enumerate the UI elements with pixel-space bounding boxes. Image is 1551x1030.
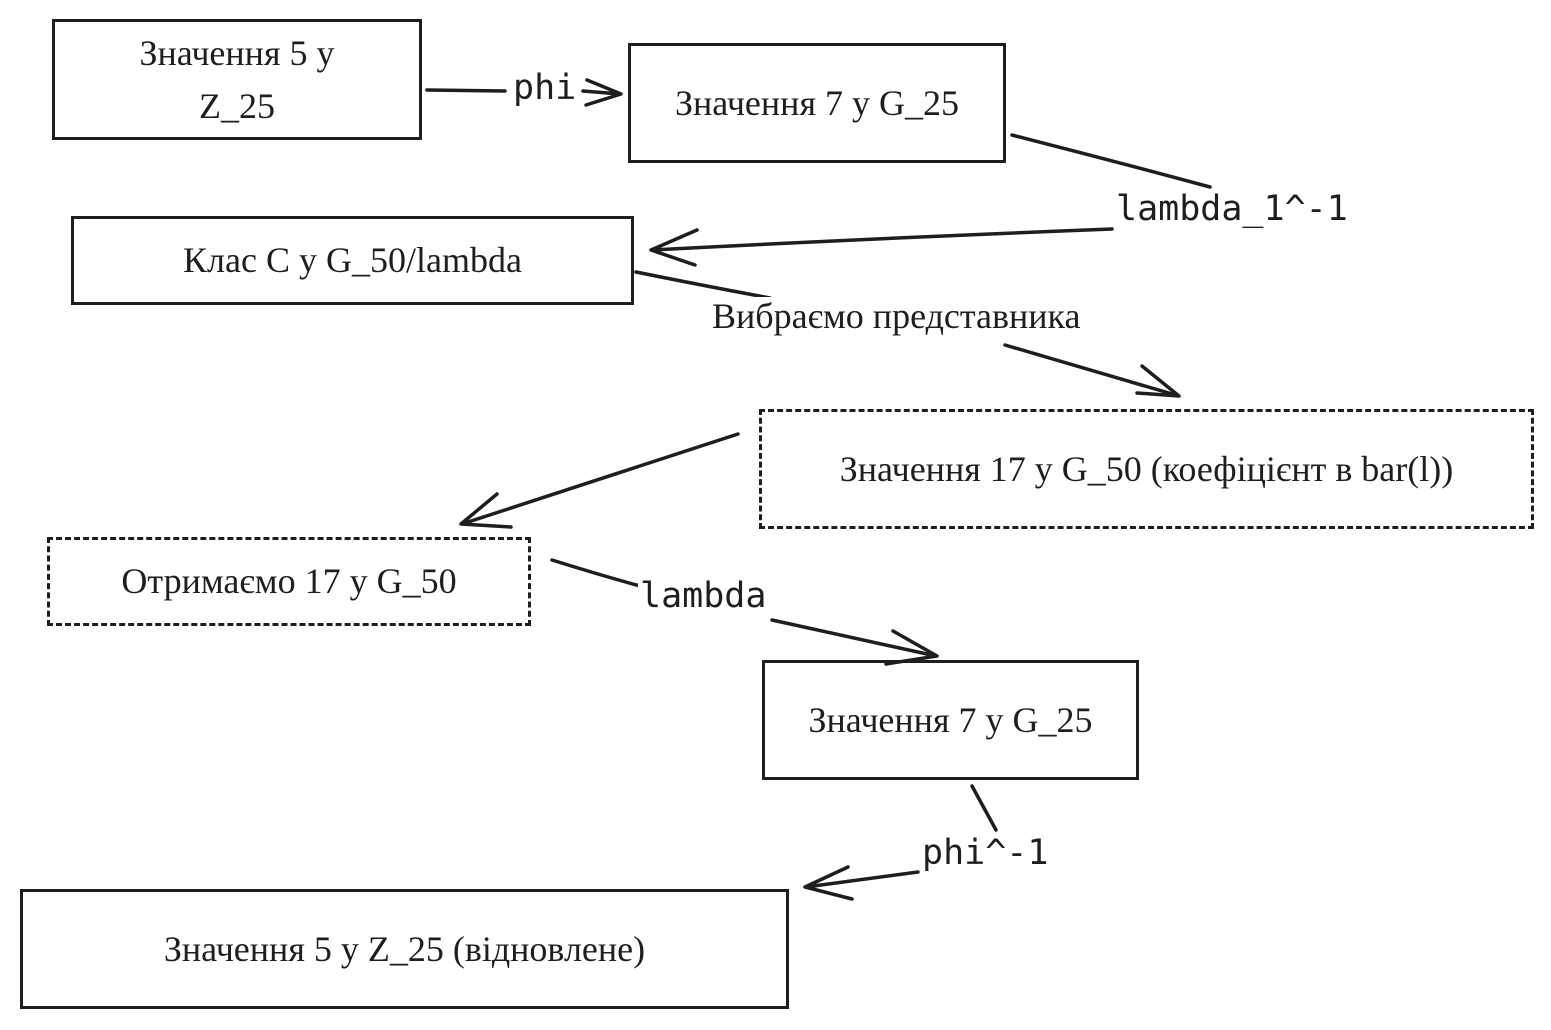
node-g25-value-2-text: Значення 7 у G_25 xyxy=(808,699,1093,740)
arrow-phi xyxy=(425,78,623,107)
edge-label-phi: phi xyxy=(511,68,579,108)
edge-label-lambda: lambda xyxy=(638,576,769,616)
node-z25-restored: Значення 5 у Z_25 (відновлене) xyxy=(20,889,789,1009)
edge-label-lambda-1-inverse: lambda_1^-1 xyxy=(1114,189,1350,229)
arrow-phi-inverse xyxy=(803,784,998,901)
node-g50-coefficient: Значення 17 у G_50 (коефіцієнт в bar(l)) xyxy=(759,409,1534,529)
node-g50-result: Отримаємо 17 у G_50 xyxy=(47,537,531,626)
node-z25-value: Значення 5 у Z_25 xyxy=(52,19,422,140)
node-g50-coefficient-text: Значення 17 у G_50 (коефіцієнт в bar(l)) xyxy=(839,448,1454,489)
node-class-c: Клас C у G_50/lambda xyxy=(71,216,634,305)
arrow-to-result xyxy=(459,432,740,529)
arrow-choose-representative xyxy=(634,270,1181,398)
node-g25-value-1-text: Значення 7 у G_25 xyxy=(674,82,959,123)
node-class-c-text: Клас C у G_50/lambda xyxy=(183,240,522,281)
node-g25-value-2: Значення 7 у G_25 xyxy=(762,660,1139,780)
node-g50-result-text: Отримаємо 17 у G_50 xyxy=(121,561,457,602)
arrow-lambda-1-inverse xyxy=(649,133,1212,267)
node-z25-value-text: Значення 5 у Z_25 xyxy=(139,33,335,126)
edge-label-phi-inverse: phi^-1 xyxy=(920,833,1051,873)
node-z25-restored-text: Значення 5 у Z_25 (відновлене) xyxy=(163,928,646,969)
node-g25-value-1: Значення 7 у G_25 xyxy=(628,43,1006,163)
edge-label-choose-representative: Вибраємо представника xyxy=(710,296,1083,337)
